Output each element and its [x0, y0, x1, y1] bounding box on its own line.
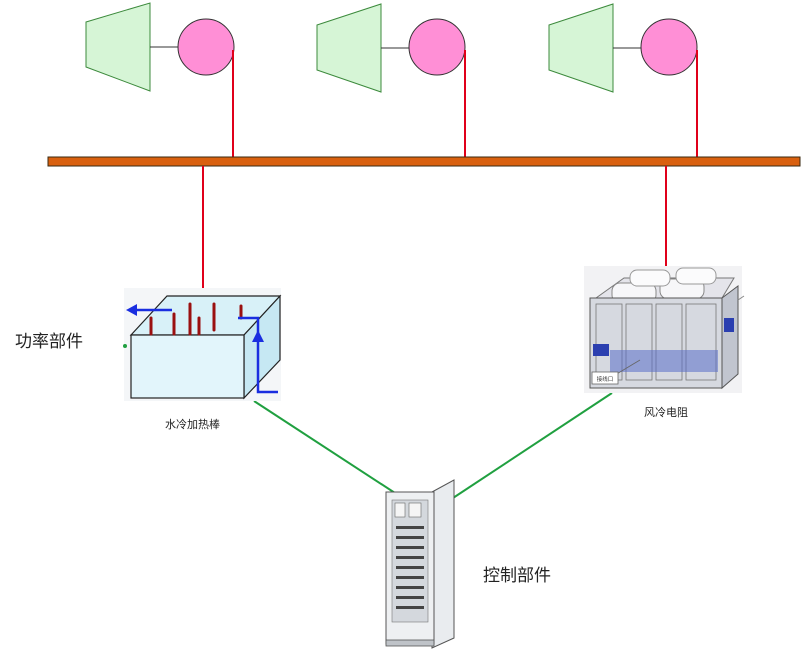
resistor-control-line: [452, 392, 613, 499]
air-resistor-label: 风冷电阻: [644, 406, 688, 419]
side-cable: [737, 295, 745, 301]
power-component-label: 功率部件: [15, 332, 83, 352]
terminal-rows: [396, 526, 424, 609]
resistor-tag-box: [591, 371, 619, 385]
cabinet-door-open: [431, 479, 455, 649]
water-heater-label: 水冷加热棒: [165, 418, 220, 431]
resistor-tag-text: 接线口: [597, 375, 614, 383]
turbine-shape-3: [548, 3, 614, 93]
generator-circle-2: [408, 18, 466, 76]
generator-unit-3: [548, 3, 698, 158]
heater-control-line: [253, 400, 396, 494]
cabinet-base: [385, 639, 435, 647]
cabinet-side: [721, 285, 739, 390]
turbine-shape-2: [316, 3, 382, 93]
control-cabinet-illustration: [385, 479, 455, 649]
blue-base-rail: [610, 350, 718, 372]
cabinet-top-device-1: [394, 502, 406, 518]
cabinet-top-device-2: [408, 502, 422, 518]
turbine-shape-1: [85, 2, 151, 92]
fan-housing-3: [629, 269, 671, 287]
busbar: [47, 156, 801, 167]
tank-front: [130, 334, 245, 399]
generator-circle-3: [640, 18, 698, 76]
air-resistor-illustration: 接线口: [584, 266, 745, 393]
blue-vent-right: [724, 318, 734, 332]
heating-rods: [149, 302, 243, 336]
generator-unit-1: [85, 2, 235, 158]
water-inlet-arrow-icon: [126, 304, 137, 316]
blue-vent-left: [593, 344, 609, 356]
generator-unit-2: [316, 3, 466, 158]
cabinet-interior: [391, 499, 429, 623]
side-connector-dot: [123, 344, 127, 348]
water-flow-pipes: [134, 308, 278, 394]
water-heater-illustration: [123, 288, 282, 401]
generator-circle-1: [177, 18, 235, 76]
water-outlet-arrow-icon: [252, 330, 264, 342]
fan-housing-4: [675, 267, 717, 285]
control-component-label: 控制部件: [483, 566, 551, 586]
